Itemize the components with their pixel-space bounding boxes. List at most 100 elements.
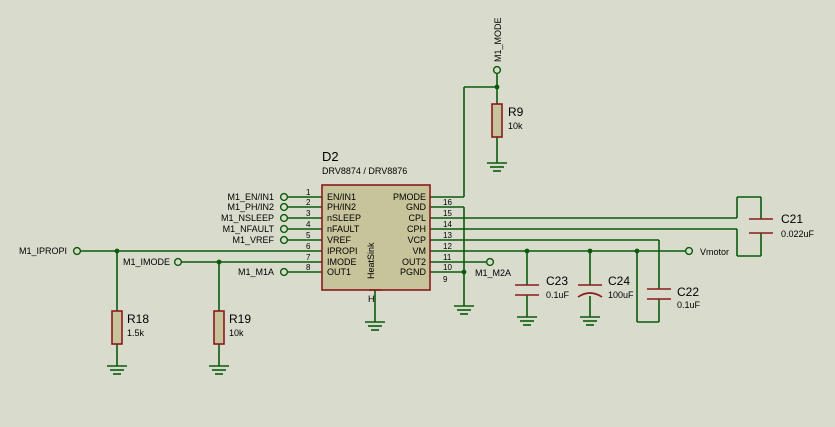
pin-name-vref: VREF bbox=[327, 235, 352, 245]
ground-c24 bbox=[580, 316, 600, 326]
net-label-vref: M1_VREF bbox=[232, 235, 274, 245]
ic-pin-names-left: EN/IN1 PH/IN2 nSLEEP nFAULT VREF IPROPI … bbox=[327, 192, 361, 277]
c23-ref: C23 bbox=[546, 274, 568, 288]
wires bbox=[80, 73, 762, 366]
resistor-r18[interactable] bbox=[111, 310, 123, 345]
ic-body bbox=[321, 184, 431, 291]
net-label-ph-in2: M1_PH/IN2 bbox=[227, 202, 274, 212]
pin-num-16: 16 bbox=[443, 198, 452, 207]
terminal-vref[interactable] bbox=[279, 235, 289, 245]
ground-r9 bbox=[487, 162, 507, 172]
terminal-ipropi[interactable] bbox=[72, 246, 82, 256]
terminal-nfault[interactable] bbox=[279, 224, 289, 234]
c21-value: 0.022uF bbox=[781, 229, 815, 239]
capacitor-c21[interactable] bbox=[749, 218, 773, 234]
net-label-imode: M1_IMODE bbox=[123, 257, 170, 267]
heatsink-h-mark: H bbox=[368, 294, 375, 304]
pin-num-5: 5 bbox=[306, 231, 311, 240]
terminal-m1a[interactable] bbox=[279, 267, 289, 277]
capacitor-c24[interactable] bbox=[577, 284, 603, 298]
net-label-ipropi: M1_IPROPI bbox=[19, 246, 67, 256]
pin-num-3: 3 bbox=[306, 209, 311, 218]
pin-num-12: 12 bbox=[443, 242, 452, 251]
capacitor-c23[interactable] bbox=[515, 284, 539, 296]
r18-body bbox=[111, 310, 123, 345]
pin-name-imode: IMODE bbox=[327, 257, 357, 267]
r18-ref: R18 bbox=[127, 312, 149, 326]
pin-num-15: 15 bbox=[443, 209, 452, 218]
ic-pin-numbers-left: 1 2 3 4 5 6 7 8 bbox=[306, 188, 311, 272]
pin-num-7: 7 bbox=[306, 253, 311, 262]
terminal-nsleep[interactable] bbox=[279, 213, 289, 223]
terminal-vmotor[interactable] bbox=[684, 246, 694, 256]
pin-name-out1: OUT1 bbox=[327, 267, 351, 277]
pin-num-9: 9 bbox=[443, 275, 448, 284]
net-label-vmotor: Vmotor bbox=[700, 247, 729, 257]
terminal-m2a[interactable] bbox=[485, 257, 495, 267]
junction-ipropi bbox=[114, 248, 120, 254]
pin-num-10: 10 bbox=[443, 263, 452, 272]
r18-value: 1.5k bbox=[127, 328, 145, 338]
ic-pin-numbers-right: 16 15 14 13 12 11 10 9 bbox=[443, 198, 452, 284]
c24-value: 100uF bbox=[608, 290, 634, 300]
net-label-nfault: M1_NFAULT bbox=[223, 224, 275, 234]
c22-value: 0.1uF bbox=[677, 300, 701, 310]
pin-name-out2: OUT2 bbox=[402, 257, 426, 267]
ic-heatsink-label: HeatSink bbox=[366, 242, 376, 279]
net-labels: M1_EN/IN1 M1_PH/IN2 M1_NSLEEP M1_NFAULT … bbox=[19, 192, 275, 277]
pin-num-13: 13 bbox=[443, 231, 452, 240]
ground-heatsink bbox=[365, 321, 385, 331]
c21-ref: C21 bbox=[781, 212, 803, 226]
capacitor-c22[interactable] bbox=[647, 288, 671, 300]
terminal-ph-in2[interactable] bbox=[279, 202, 289, 212]
ground-r18 bbox=[107, 365, 127, 375]
net-label-m2a: M1_M2A bbox=[475, 268, 511, 278]
resistor-r19[interactable] bbox=[213, 310, 225, 345]
pin-num-2: 2 bbox=[306, 198, 311, 207]
ic-d2[interactable]: HeatSink H bbox=[321, 184, 431, 304]
ic-pin-names-right: PMODE GND CPL CPH VCP VM OUT2 PGND bbox=[393, 192, 427, 277]
pin-num-11: 11 bbox=[443, 253, 452, 262]
pin-name-ipropi: IPROPI bbox=[327, 246, 358, 256]
r19-ref: R19 bbox=[229, 312, 251, 326]
pin-name-nfault: nFAULT bbox=[327, 224, 360, 234]
c24-plate-curved bbox=[577, 292, 603, 298]
pin-num-14: 14 bbox=[443, 220, 452, 229]
resistor-r9[interactable] bbox=[491, 103, 503, 138]
r19-value: 10k bbox=[229, 328, 244, 338]
net-label-nsleep: M1_NSLEEP bbox=[221, 213, 274, 223]
pin-num-6: 6 bbox=[306, 242, 311, 251]
r9-ref: R9 bbox=[508, 105, 524, 119]
ground-r19 bbox=[209, 365, 229, 375]
pin-num-8: 8 bbox=[306, 263, 311, 272]
net-label-en-in1: M1_EN/IN1 bbox=[227, 192, 274, 202]
ground-ic-gnd bbox=[454, 305, 474, 315]
terminals bbox=[72, 65, 694, 277]
ground-c23 bbox=[517, 316, 537, 326]
pin-num-1: 1 bbox=[306, 188, 311, 197]
pin-name-en-in1: EN/IN1 bbox=[327, 192, 356, 202]
r19-body bbox=[213, 310, 225, 345]
ic-ref: D2 bbox=[322, 149, 339, 164]
pin-name-cph: CPH bbox=[407, 224, 426, 234]
r9-value: 10k bbox=[508, 121, 523, 131]
pin-name-cpl: CPL bbox=[408, 213, 426, 223]
junction-imode bbox=[216, 259, 222, 265]
terminal-imode[interactable] bbox=[173, 257, 183, 267]
r9-body bbox=[491, 103, 503, 138]
junction-pgnd bbox=[461, 269, 467, 275]
pin-name-pmode: PMODE bbox=[393, 192, 426, 202]
pin-name-ph-in2: PH/IN2 bbox=[327, 202, 356, 212]
junctions bbox=[114, 84, 640, 275]
terminal-en-in1[interactable] bbox=[279, 192, 289, 202]
junction-c22 bbox=[634, 248, 640, 254]
pin-name-vm: VM bbox=[413, 246, 427, 256]
net-label-m1-mode: M1_MODE bbox=[493, 17, 503, 62]
pin-name-gnd: GND bbox=[406, 202, 427, 212]
pin-name-vcp: VCP bbox=[407, 235, 426, 245]
terminal-m1-mode[interactable] bbox=[492, 65, 502, 75]
net-label-m1a: M1_M1A bbox=[238, 267, 274, 277]
ic-value: DRV8874 / DRV8876 bbox=[322, 166, 407, 176]
